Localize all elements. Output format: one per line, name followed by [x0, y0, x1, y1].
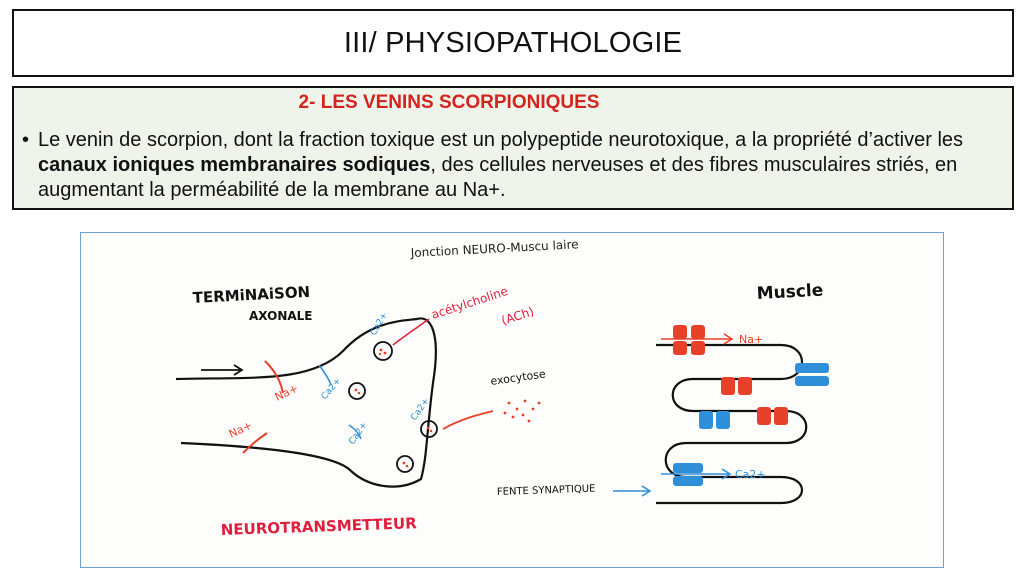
diagram-title: Jonction NEURO-Muscu laire — [409, 237, 578, 260]
junction-diagram: Jonction NEURO-Muscu laire TERMiNAiSON A… — [80, 232, 944, 568]
ca-label-muscle: Ca2+ — [735, 468, 766, 481]
ca-label-membrane: Ca2+ — [320, 376, 344, 402]
na-label-upper: Na+ — [273, 382, 300, 404]
released-ach-dots — [503, 399, 541, 423]
na-channel — [673, 325, 705, 355]
neurotransmetteur-label: NEUROTRANSMETTEUR — [221, 514, 418, 539]
acetylcholine-label: acétylcholine — [430, 284, 510, 322]
junction-diagram-svg: Jonction NEURO-Muscu laire TERMiNAiSON A… — [175, 237, 829, 539]
na-channel-fold-lower — [757, 407, 788, 425]
exocytose-arrow — [442, 410, 494, 430]
vesicle — [348, 382, 366, 400]
bullet-dot-icon: • — [22, 129, 30, 151]
bullet-item: • Le venin de scorpion, dont la fraction… — [22, 128, 1008, 203]
fente-synaptique-label: FENTE SYNAPTIQUE — [497, 484, 596, 498]
ca-channel-lower — [673, 463, 703, 486]
ca-channel-upper — [795, 363, 829, 386]
bullet-text-after: , des cellules nerveuses et des fibres m… — [38, 154, 958, 201]
ca-influx-arrow — [318, 364, 332, 386]
bullet-text-before: Le venin de scorpion, dont la fraction t… — [38, 129, 964, 151]
na-label-lower: Na+ — [227, 419, 254, 441]
na-influx-arrow-lower — [242, 432, 268, 454]
vesicle — [396, 455, 414, 473]
terminaison-label-2: AXONALE — [249, 309, 313, 323]
muscle-label: Muscle — [756, 281, 824, 304]
ach-label: (ACh) — [500, 304, 536, 328]
na-label-muscle: Na+ — [739, 333, 763, 346]
axon-terminal-outline — [175, 317, 437, 488]
page-title: III/ PHYSIOPATHOLOGIE — [343, 26, 683, 59]
action-potential-arrowhead — [233, 364, 244, 376]
na-influx-arrow — [264, 360, 284, 394]
muscle-membrane-outline — [656, 343, 808, 505]
ca-channel-middle — [699, 411, 730, 429]
title-box: III/ PHYSIOPATHOLOGIE — [12, 9, 1014, 77]
bullet-text-bold: canaux ioniques membranaires sodiques — [38, 154, 431, 176]
vesicle — [373, 341, 393, 361]
bullet-text: Le venin de scorpion, dont la fraction t… — [38, 128, 1008, 203]
terminaison-label-1: TERMiNAiSON — [192, 283, 310, 307]
content-box: 2- LES VENINS SCORPIONIQUES • Le venin d… — [12, 86, 1014, 210]
vesicle — [420, 420, 438, 438]
exocytose-label: exocytose — [490, 367, 547, 388]
ach-pointer-arrow — [392, 318, 430, 346]
ca-influx-arrow-lower — [348, 424, 362, 440]
vesicle-group — [348, 341, 438, 473]
na-channel-fold — [721, 377, 752, 395]
section-subtitle: 2- LES VENINS SCORPIONIQUES — [298, 92, 600, 113]
